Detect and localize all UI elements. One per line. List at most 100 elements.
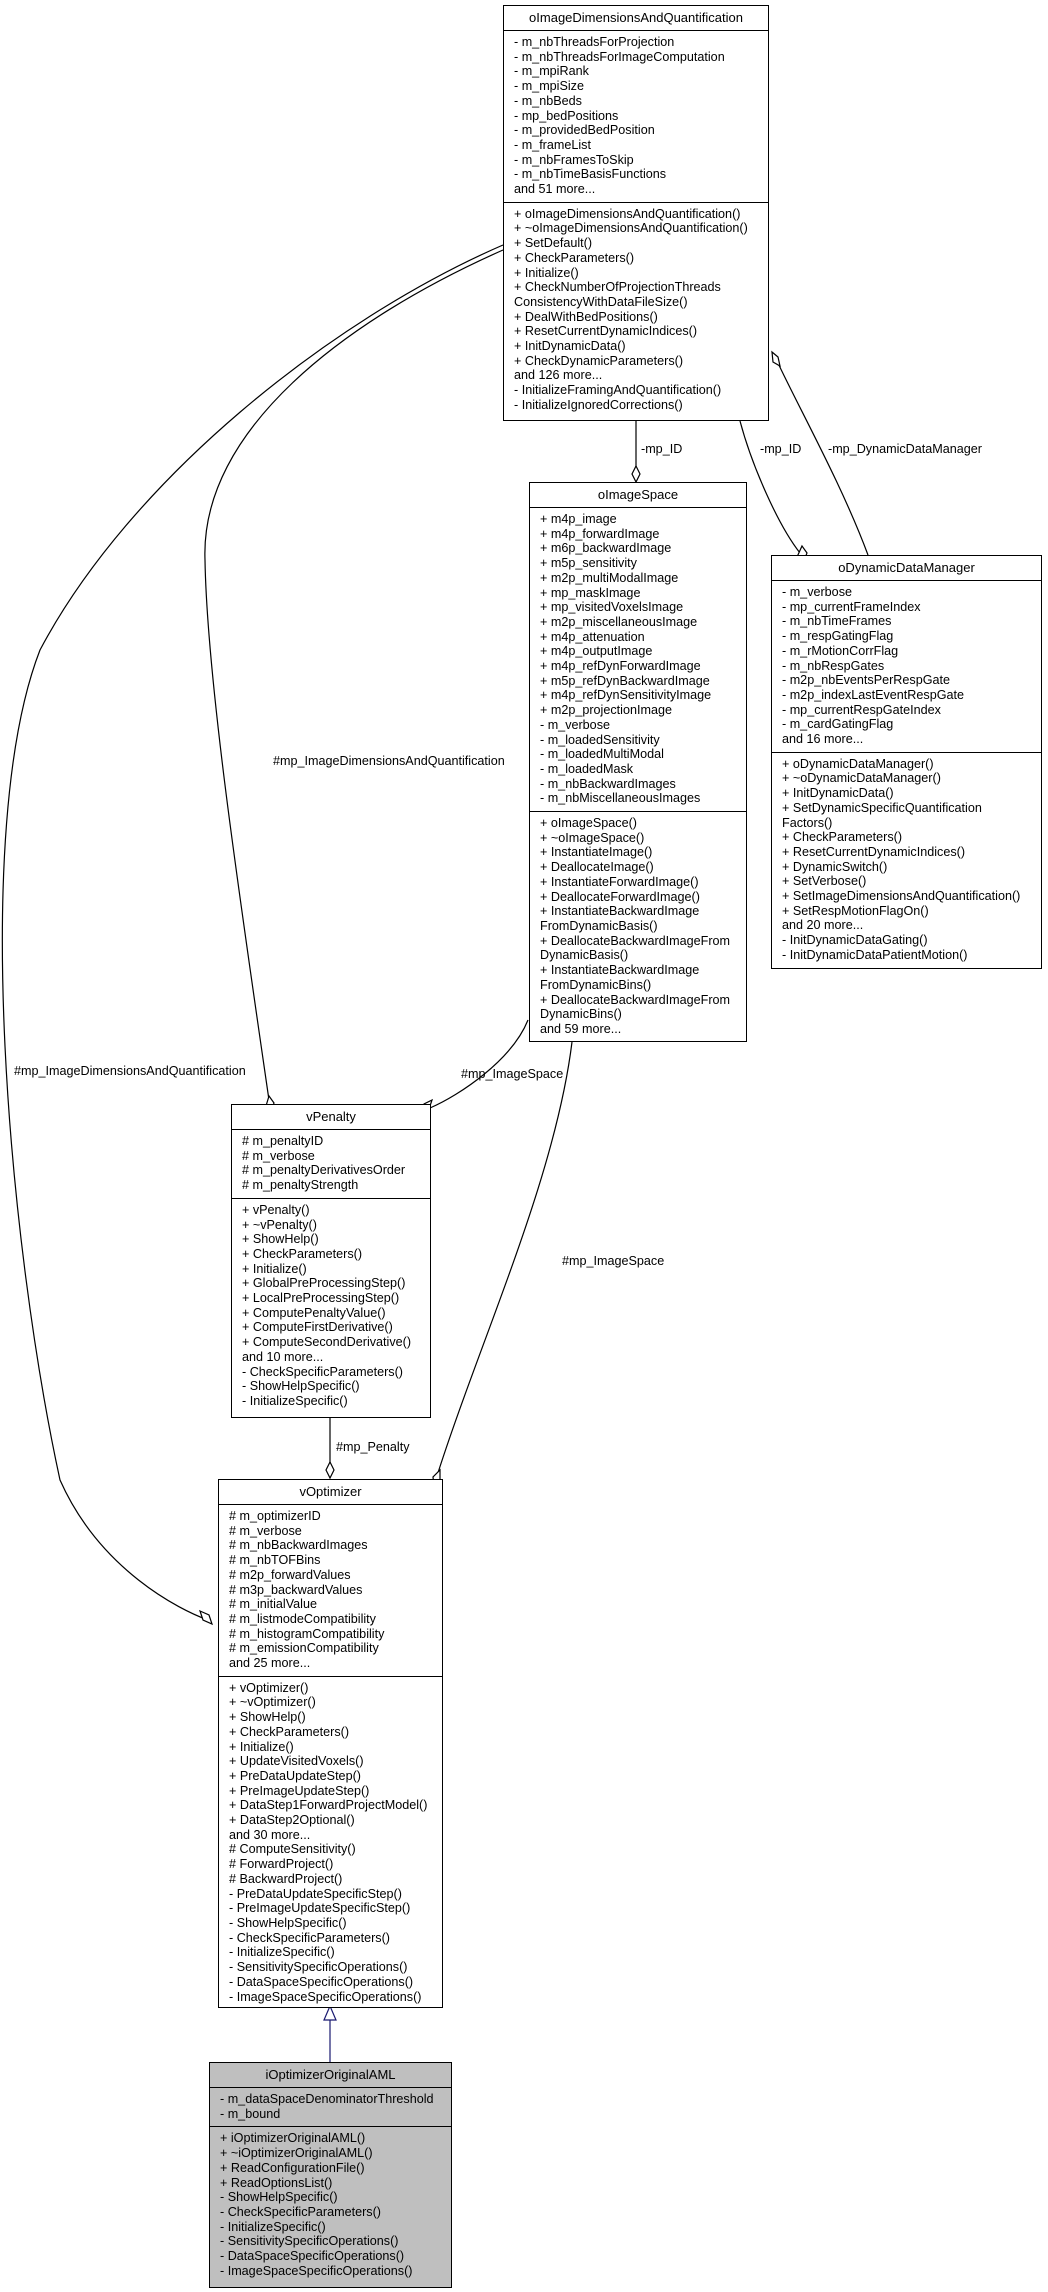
member-line: + iOptimizerOriginalAML() xyxy=(220,2131,366,2146)
member-line: + InstantiateImage() xyxy=(540,845,653,860)
attributes-section: # m_penaltyID# m_verbose# m_penaltyDeriv… xyxy=(232,1130,430,1198)
member-line: + m4p_refDynSensitivityImage xyxy=(540,688,712,703)
member-line: + ShowHelp() xyxy=(242,1232,319,1247)
member-line: - InitializeSpecific() xyxy=(229,1945,335,1960)
member-line: - ShowHelpSpecific() xyxy=(229,1915,347,1930)
member-line: # m_listmodeCompatibility xyxy=(229,1611,376,1626)
member-line: + InstantiateBackwardImage xyxy=(540,904,700,919)
member-line: - InitDynamicDataGating() xyxy=(782,933,928,948)
member-line: - InitializeSpecific() xyxy=(220,2219,326,2234)
member-line: + m4p_outputImage xyxy=(540,644,653,659)
member-line: + DynamicSwitch() xyxy=(782,859,888,874)
inheritance-arrow xyxy=(323,2004,337,2062)
member-line: - m_loadedMultiModal xyxy=(540,747,664,762)
member-line: + ComputePenaltyValue() xyxy=(242,1305,386,1320)
member-line: + m5p_refDynBackwardImage xyxy=(540,673,710,688)
member-line: - m_rMotionCorrFlag xyxy=(782,643,899,658)
member-line: + ReadOptionsList() xyxy=(220,2175,333,2190)
class-name: oDynamicDataManager xyxy=(772,556,1041,581)
member-line: - DataSpaceSpecificOperations() xyxy=(229,1974,414,1989)
member-line: + mp_visitedVoxelsImage xyxy=(540,600,684,615)
member-line: + Initialize() xyxy=(242,1261,307,1276)
member-line: - m_nbBackwardImages xyxy=(540,776,676,791)
member-line: + m4p_attenuation xyxy=(540,629,645,644)
member-line: - PreDataUpdateSpecificStep() xyxy=(229,1886,402,1901)
member-line: + SetRespMotionFlagOn() xyxy=(782,903,929,918)
member-line: # ComputeSensitivity() xyxy=(229,1842,356,1857)
member-line: + SetDefault() xyxy=(514,236,593,251)
member-line: - InitDynamicDataPatientMotion() xyxy=(782,947,968,962)
member-line: + m4p_image xyxy=(540,512,617,526)
member-line: # m3p_backwardValues xyxy=(229,1582,363,1597)
diamond-optimizer-penalty xyxy=(325,1460,335,1480)
member-line: + InitDynamicData() xyxy=(782,786,894,801)
member-line: + CheckDynamicParameters() xyxy=(514,353,684,368)
member-line: # m_nbTOFBins xyxy=(229,1553,321,1568)
edge-label-space-to-optimizer: #mp_ImageSpace xyxy=(562,1254,665,1268)
member-line: # m2p_forwardValues xyxy=(229,1567,351,1582)
member-line: - ShowHelpSpecific() xyxy=(242,1379,360,1394)
edge-label-penalty-to-optimizer: #mp_Penalty xyxy=(336,1440,410,1454)
member-line: + ~oImageDimensionsAndQuantification() xyxy=(514,221,748,236)
class-box-oDynamicDataManager: oDynamicDataManager - m_verbose- mp_curr… xyxy=(771,555,1042,969)
member-line: - mp_bedPositions xyxy=(514,108,619,123)
member-line: - SensitivitySpecificOperations() xyxy=(220,2234,399,2249)
member-line: + InstantiateBackwardImage xyxy=(540,963,700,978)
member-line: - InitializeSpecific() xyxy=(242,1393,348,1408)
member-line: + ReadConfigurationFile() xyxy=(220,2160,365,2175)
member-line: - m_nbMiscellaneousImages xyxy=(540,791,701,806)
member-line: + m5p_sensitivity xyxy=(540,556,637,571)
attributes-section: # m_optimizerID# m_verbose# m_nbBackward… xyxy=(219,1505,442,1676)
member-line: + PreImageUpdateStep() xyxy=(229,1783,370,1798)
member-line: # m_initialValue xyxy=(229,1597,317,1612)
member-line: # m_nbBackwardImages xyxy=(229,1538,368,1553)
methods-section: + iOptimizerOriginalAML()+ ~iOptimizerOr… xyxy=(210,2126,451,2283)
member-line: and 20 more... xyxy=(782,918,864,933)
member-line: + m2p_projectionImage xyxy=(540,703,672,718)
member-line: + CheckParameters() xyxy=(242,1246,363,1261)
methods-section: + oDynamicDataManager()+ ~oDynamicDataMa… xyxy=(772,751,1041,968)
member-line: + Initialize() xyxy=(514,265,579,280)
methods-section: + vOptimizer()+ ~vOptimizer()+ ShowHelp(… xyxy=(219,1675,442,2009)
member-line: + DealWithBedPositions() xyxy=(514,309,658,324)
member-line: - m2p_nbEventsPerRespGate xyxy=(782,673,951,688)
member-line: - CheckSpecificParameters() xyxy=(220,2204,381,2219)
member-line: # m_histogramCompatibility xyxy=(229,1626,385,1641)
member-line: and 10 more... xyxy=(242,1349,324,1364)
member-line: + m2p_miscellaneousImage xyxy=(540,614,698,629)
member-line: + InstantiateForwardImage() xyxy=(540,874,699,889)
attributes-section: - m_dataSpaceDenominatorThreshold- m_bou… xyxy=(210,2088,451,2126)
member-line: + vOptimizer() xyxy=(229,1680,309,1695)
class-box-oImageSpace: oImageSpace + m4p_image+ m4p_forwardImag… xyxy=(529,482,747,1042)
member-line: + m4p_forwardImage xyxy=(540,526,660,541)
member-line: FromDynamicBasis() xyxy=(540,918,658,933)
member-line: + oImageSpace() xyxy=(540,816,637,831)
member-line: + vPenalty() xyxy=(242,1202,310,1217)
member-line: + InitDynamicData() xyxy=(514,339,626,354)
member-line: # m_penaltyStrength xyxy=(242,1178,359,1193)
member-line: # m_optimizerID xyxy=(229,1509,321,1523)
member-line: FromDynamicBins() xyxy=(540,977,652,992)
member-line: # m_penaltyDerivativesOrder xyxy=(242,1163,406,1178)
class-box-vPenalty: vPenalty # m_penaltyID# m_verbose# m_pen… xyxy=(231,1104,431,1418)
member-line: + m6p_backwardImage xyxy=(540,541,672,556)
member-line: - mp_currentRespGateIndex xyxy=(782,702,941,717)
member-line: # m_verbose xyxy=(229,1523,302,1538)
methods-section: + vPenalty()+ ~vPenalty()+ ShowHelp()+ C… xyxy=(232,1197,430,1414)
attributes-section: - m_verbose- mp_currentFrameIndex- m_nbT… xyxy=(772,581,1041,752)
member-line: and 25 more... xyxy=(229,1656,311,1671)
member-line: Factors() xyxy=(782,815,833,830)
member-line: + mp_maskImage xyxy=(540,585,641,600)
member-line: - m_frameList xyxy=(514,137,591,152)
member-line: + ~iOptimizerOriginalAML() xyxy=(220,2146,373,2161)
member-line: - ImageSpaceSpecificOperations() xyxy=(220,2263,413,2278)
methods-section: + oImageDimensionsAndQuantification()+ ~… xyxy=(504,201,768,418)
member-line: + CheckNumberOfProjectionThreads xyxy=(514,280,721,295)
member-line: + oDynamicDataManager() xyxy=(782,756,934,771)
member-line: + ShowHelp() xyxy=(229,1710,306,1725)
member-line: + DataStep2Optional() xyxy=(229,1813,355,1828)
member-line: - m_verbose xyxy=(540,717,610,732)
diamond-optimizer-id xyxy=(199,1609,213,1626)
member-line: + LocalPreProcessingStep() xyxy=(242,1291,400,1306)
